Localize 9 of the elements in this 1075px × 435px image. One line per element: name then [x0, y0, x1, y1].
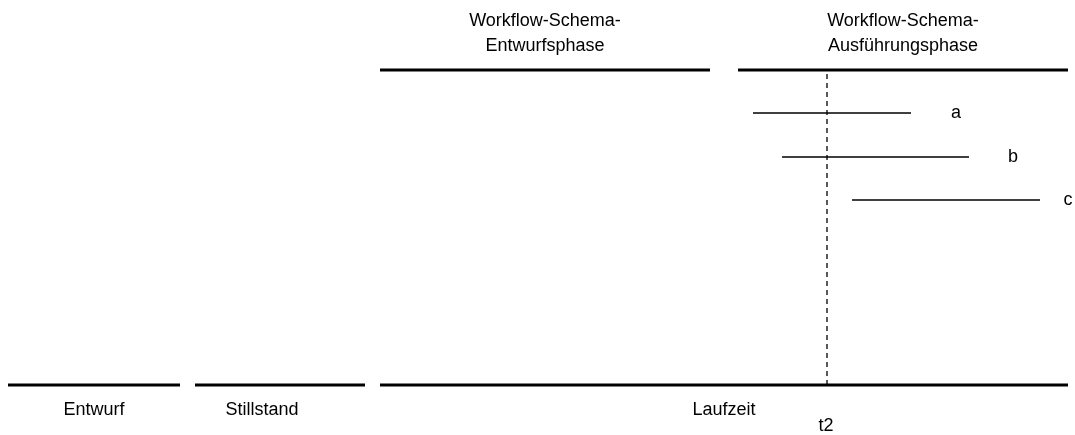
instance-label: c — [1062, 188, 1074, 211]
time-label: t2 — [817, 414, 835, 435]
phase-label: Workflow-Schema- Ausführungsphase — [826, 9, 980, 57]
phase-label: Entwurf — [62, 398, 126, 421]
instance-label: a — [950, 101, 962, 124]
phase-label: Laufzeit — [691, 398, 757, 421]
instance-label: b — [1007, 145, 1019, 168]
phase-label: Stillstand — [224, 398, 300, 421]
phase-label: Workflow-Schema- Entwurfsphase — [468, 9, 622, 57]
